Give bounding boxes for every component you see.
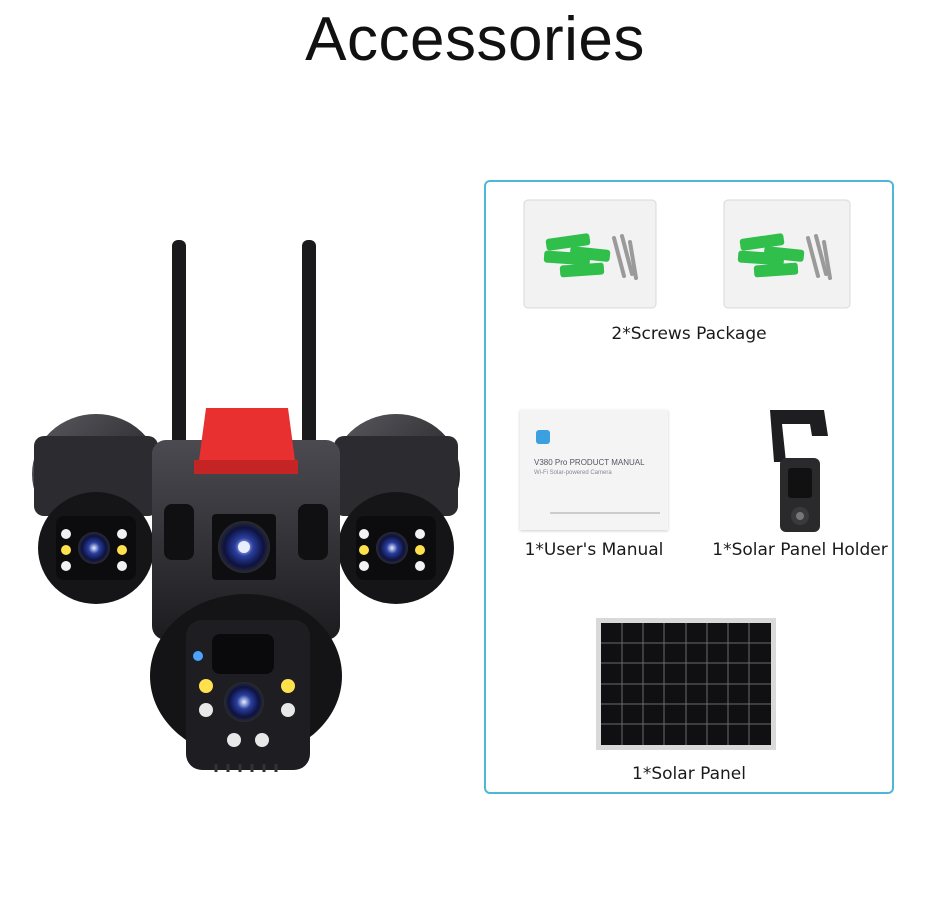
solar-panel-holder-label: 1*Solar Panel Holder: [712, 540, 888, 560]
screws-package-image: [722, 198, 852, 315]
manual-cover-title: V380 Pro PRODUCT MANUAL: [534, 458, 645, 467]
user-manual-image: V380 Pro PRODUCT MANUAL Wi-Fi Solar-powe…: [520, 410, 668, 530]
manual-logo-icon: [536, 430, 550, 444]
page-title: Accessories: [305, 5, 645, 74]
solar-panel-image: [596, 618, 776, 755]
screws-package-image: [522, 198, 658, 315]
solar-panel-holder-image: [766, 406, 836, 541]
solar-panel-label: 1*Solar Panel: [632, 764, 746, 784]
user-manual-label: 1*User's Manual: [524, 540, 664, 560]
manual-cover-subtitle: Wi-Fi Solar-powered Camera: [534, 470, 612, 476]
screws-package-label: 2*Screws Package: [611, 324, 767, 344]
solar-ptz-camera-image: [26, 236, 466, 782]
accessories-panel: 2*Screws Package V380 Pro PRODUCT MANUAL…: [484, 180, 894, 794]
